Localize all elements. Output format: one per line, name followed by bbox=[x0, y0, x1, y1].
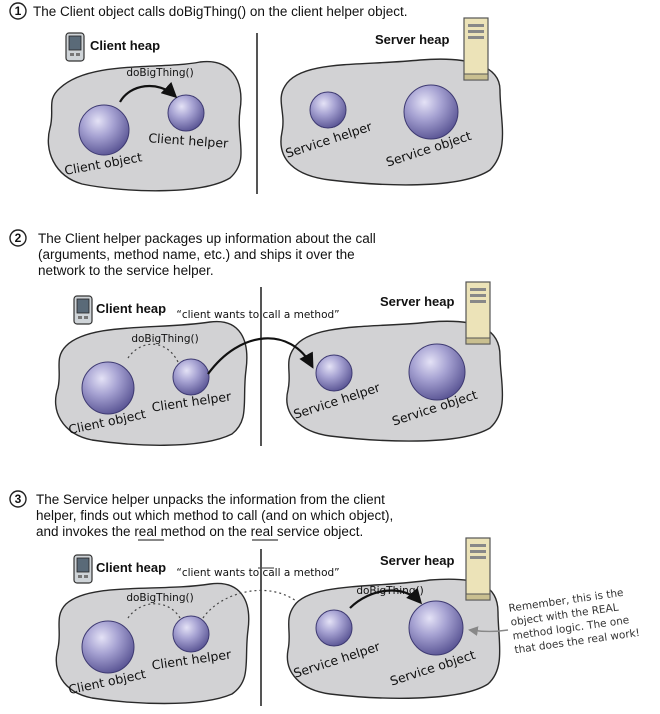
call-label: doBigThing() bbox=[131, 333, 198, 345]
network-message: “client wants to call a method” bbox=[176, 567, 339, 579]
service-helper-sphere bbox=[315, 609, 353, 647]
client-heap-blob bbox=[47, 60, 242, 192]
step-description-line-3: and invokes the real method on the real … bbox=[36, 524, 363, 539]
client-helper-sphere bbox=[172, 358, 210, 396]
network-message: “client wants to call a method” bbox=[176, 309, 339, 321]
step-description-line-1: The Service helper unpacks the informati… bbox=[36, 492, 385, 507]
client-object-sphere bbox=[81, 361, 135, 415]
step-description-line-3: network to the service helper. bbox=[38, 263, 214, 278]
server-tower-icon bbox=[465, 537, 491, 601]
service-object-sphere bbox=[408, 600, 464, 656]
step-number-badge bbox=[9, 229, 27, 247]
dotted-call-link bbox=[127, 603, 181, 619]
step-description-line-1: The Client helper packages up informatio… bbox=[38, 231, 376, 246]
step-number: 2 bbox=[15, 231, 22, 245]
step-number: 3 bbox=[15, 492, 22, 506]
step-description-line-2: helper, finds out which method to call (… bbox=[36, 508, 393, 523]
client-heap-title: Client heap bbox=[96, 301, 166, 316]
network-arrow bbox=[207, 337, 314, 375]
call-label: doBigThing() bbox=[356, 585, 423, 597]
client-object-sphere bbox=[81, 620, 135, 674]
handwritten-note: Remember, this is the object with the RE… bbox=[508, 587, 641, 657]
invoke-arrow bbox=[349, 587, 423, 609]
step-1: 1 The Client object calls doBigThing() o… bbox=[9, 2, 504, 194]
pda-icon bbox=[73, 295, 93, 325]
service-helper-sphere bbox=[309, 91, 347, 129]
pda-icon bbox=[65, 32, 85, 62]
client-helper-sphere bbox=[167, 94, 205, 132]
server-heap-title: Server heap bbox=[380, 294, 454, 309]
step-2: 2 The Client helper packages up informat… bbox=[9, 229, 504, 446]
step-description-line-2: (arguments, method name, etc.) and ships… bbox=[38, 247, 355, 262]
call-label: doBigThing() bbox=[126, 67, 193, 79]
call-label: doBigThing() bbox=[126, 592, 193, 604]
server-tower-icon bbox=[465, 281, 491, 345]
step-number-badge bbox=[9, 490, 27, 508]
client-heap-blob bbox=[55, 582, 250, 705]
client-heap-blob bbox=[54, 320, 248, 446]
call-arrow bbox=[119, 81, 178, 103]
client-heap-title: Client heap bbox=[90, 38, 160, 53]
step-number: 1 bbox=[15, 4, 22, 18]
client-helper-sphere bbox=[172, 615, 210, 653]
server-heap-title: Server heap bbox=[380, 553, 454, 568]
server-tower-icon bbox=[463, 17, 489, 81]
pda-icon bbox=[73, 554, 93, 584]
step-number-badge bbox=[9, 2, 27, 20]
client-object-sphere bbox=[78, 104, 130, 156]
step-3: 3 The Service helper unpacks the informa… bbox=[9, 490, 641, 706]
server-heap-title: Server heap bbox=[375, 32, 449, 47]
service-object-sphere bbox=[408, 343, 466, 401]
client-heap-title: Client heap bbox=[96, 560, 166, 575]
dotted-call-link bbox=[127, 343, 179, 363]
client-helper-label: Client helper bbox=[148, 130, 230, 151]
note-arrow bbox=[468, 626, 509, 636]
step-description: The Client object calls doBigThing() on … bbox=[33, 4, 407, 19]
service-object-sphere bbox=[403, 84, 459, 140]
service-helper-sphere bbox=[315, 354, 353, 392]
